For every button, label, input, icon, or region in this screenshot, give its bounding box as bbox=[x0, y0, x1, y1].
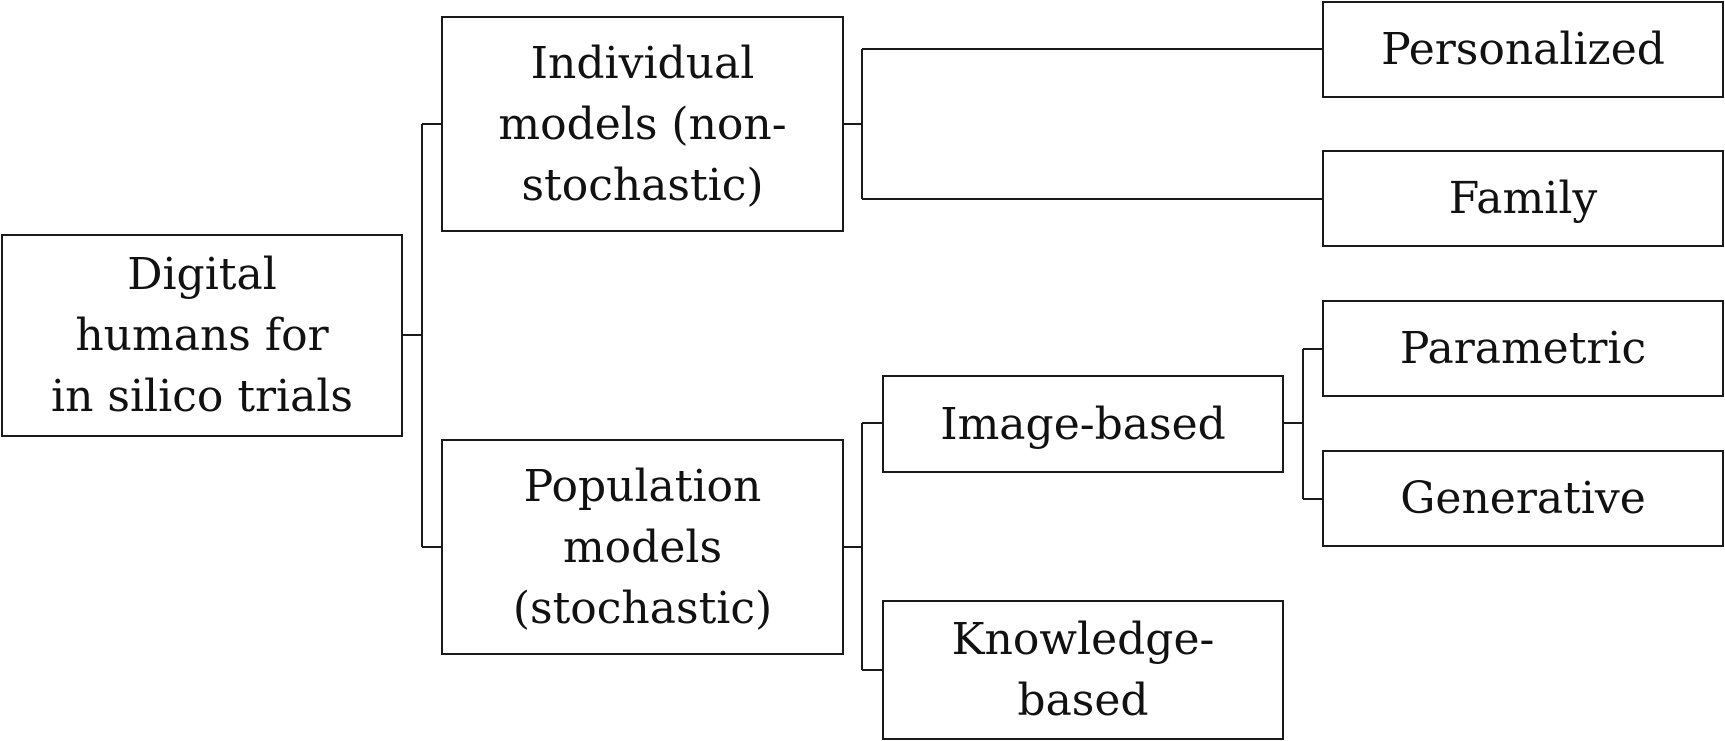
node-parametric: Parametric bbox=[1322, 300, 1724, 397]
node-individual-models: Individual models (non- stochastic) bbox=[441, 16, 844, 232]
label-line: Generative bbox=[1400, 473, 1646, 524]
node-generative: Generative bbox=[1322, 450, 1724, 547]
label-line: stochastic) bbox=[521, 159, 764, 211]
node-family-label: Family bbox=[1449, 168, 1598, 229]
label-line: humans for bbox=[75, 310, 329, 361]
node-personalized: Personalized bbox=[1322, 1, 1724, 98]
label-line: Parametric bbox=[1399, 323, 1647, 374]
label-line: Population bbox=[523, 460, 762, 512]
node-image-based: Image-based bbox=[882, 375, 1284, 473]
label-line: Family bbox=[1448, 173, 1598, 224]
label-line: based bbox=[1017, 675, 1149, 726]
label-line: Knowledge- bbox=[951, 614, 1215, 665]
node-image-based-label: Image-based bbox=[940, 394, 1226, 455]
node-generative-label: Generative bbox=[1400, 468, 1645, 529]
node-family: Family bbox=[1322, 150, 1724, 247]
label-line: models bbox=[562, 521, 723, 573]
connector-image-branch bbox=[1284, 348, 1322, 500]
label-line: Personalized bbox=[1381, 24, 1665, 75]
label-line: in silico trials bbox=[51, 371, 353, 422]
label-line: Image-based bbox=[940, 398, 1226, 450]
connector-root-branch bbox=[402, 123, 441, 548]
label-line: Individual bbox=[530, 37, 755, 89]
node-digital-humans-label: Digital humans for in silico trials bbox=[51, 244, 353, 427]
node-individual-models-label: Individual models (non- stochastic) bbox=[498, 33, 786, 216]
node-personalized-label: Personalized bbox=[1381, 19, 1665, 80]
node-population-models-label: Population models (stochastic) bbox=[513, 456, 772, 639]
connector-population-branch bbox=[843, 422, 882, 671]
node-knowledge-based-label: Knowledge- based bbox=[952, 609, 1215, 731]
label-line: models (non- bbox=[498, 98, 787, 150]
node-population-models: Population models (stochastic) bbox=[441, 439, 844, 655]
connector-individual-branch bbox=[843, 48, 1322, 200]
node-digital-humans: Digital humans for in silico trials bbox=[1, 234, 403, 437]
label-line: Digital bbox=[127, 249, 277, 300]
node-knowledge-based: Knowledge- based bbox=[882, 600, 1284, 740]
node-parametric-label: Parametric bbox=[1400, 318, 1646, 379]
label-line: (stochastic) bbox=[512, 582, 773, 634]
